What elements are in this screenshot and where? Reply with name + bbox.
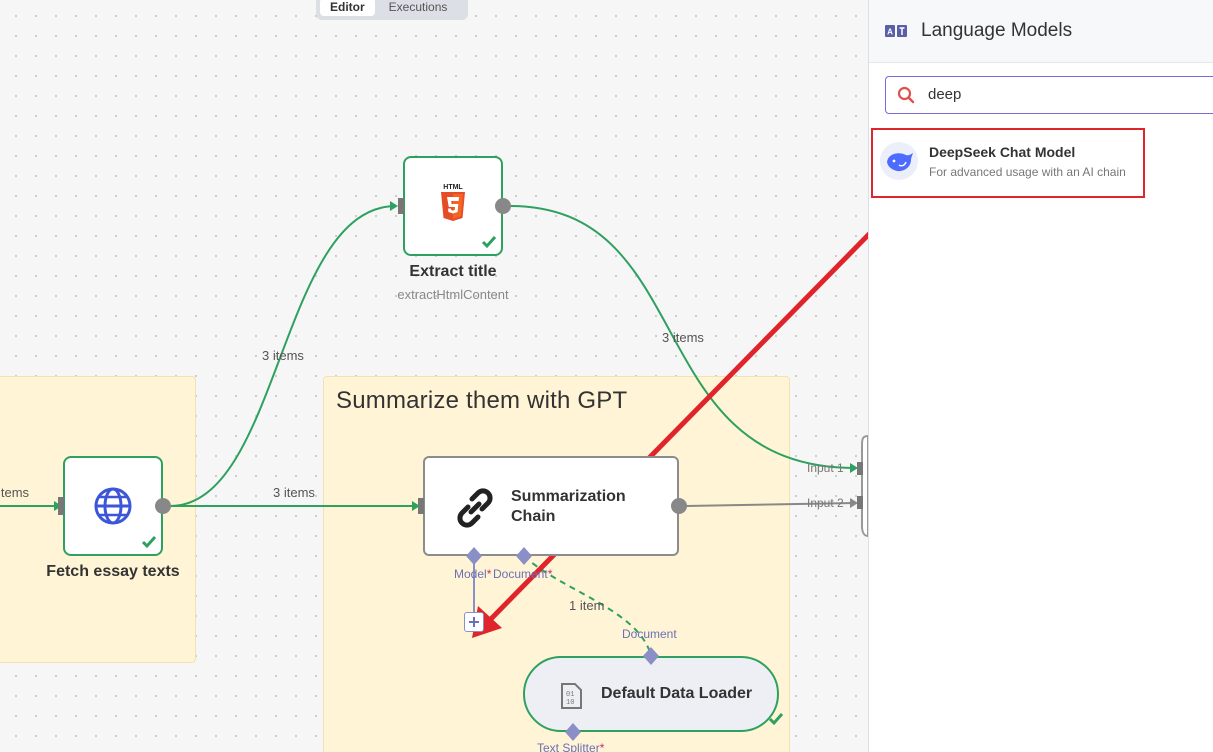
language-model-icon: A <box>885 25 907 37</box>
add-model-button[interactable] <box>464 612 484 632</box>
connections-layer <box>0 201 868 657</box>
search-input[interactable] <box>926 85 1200 104</box>
summarization-chain-node[interactable]: Summarization Chain <box>423 456 679 556</box>
node-creator-panel: A Language Models DeepSeek Chat Model Fo… <box>868 0 1213 752</box>
extract-output-port[interactable] <box>494 197 514 217</box>
svg-text:HTML: HTML <box>443 184 463 191</box>
edge-label-fetch-extract: 3 items <box>262 348 304 363</box>
binary-file-icon: 01 10 <box>561 683 582 709</box>
html5-icon: HTML <box>441 184 465 221</box>
loader-document-port[interactable] <box>641 646 661 666</box>
tab-editor[interactable]: Editor <box>320 0 375 16</box>
edge-label-extract-merge: 3 items <box>662 330 704 345</box>
editor-view-tabs: Editor Executions <box>316 0 468 20</box>
edge-fetch-extract <box>169 205 397 507</box>
success-check-icon <box>768 713 784 726</box>
extract-node-label: Extract title <box>409 263 497 280</box>
edge-label-fetch-summ: 3 items <box>273 485 315 500</box>
merge-input1-port <box>857 462 863 475</box>
edge-label-doc-loader: 1 item <box>569 598 605 613</box>
success-check-icon <box>141 536 157 549</box>
workflow-canvas[interactable]: Summarize them with GPT <box>0 0 868 752</box>
result-title: DeepSeek Chat Model <box>929 144 1076 160</box>
panel-title: Language Models <box>921 20 1073 41</box>
sticky-note-title: Summarize them with GPT <box>336 387 628 414</box>
fetch-essay-texts-node[interactable] <box>63 456 163 556</box>
summarization-input-port[interactable] <box>416 496 436 516</box>
extract-title-node[interactable]: HTML <box>403 156 503 256</box>
edge-doc-loader <box>523 555 652 657</box>
summarization-label-line1: Summarization <box>511 488 626 505</box>
text-splitter-label: Text Splitter* <box>537 741 605 752</box>
result-description: For advanced usage with an AI chain <box>929 165 1126 179</box>
text-splitter-port[interactable] <box>563 722 583 742</box>
globe-icon <box>94 487 132 525</box>
fetch-output-port[interactable] <box>154 497 174 517</box>
model-port-label: Model* <box>454 567 492 581</box>
result-item-deepseek-chat-model[interactable]: DeepSeek Chat Model For advanced usage w… <box>871 128 1145 198</box>
panel-header: A Language Models <box>869 0 1213 63</box>
document-port-diamond[interactable] <box>514 546 534 566</box>
edge-summ-merge <box>685 502 856 507</box>
deepseek-whale-icon <box>880 142 918 180</box>
chain-link-icon <box>457 488 493 528</box>
node-search-box[interactable] <box>885 76 1213 114</box>
edge-arrow <box>850 498 858 508</box>
loader-label: Default Data Loader <box>601 685 753 702</box>
edge-label-incoming: items <box>0 485 30 500</box>
loader-document-label: Document <box>622 627 677 641</box>
tab-executions[interactable]: Executions <box>388 0 448 14</box>
svg-text:01: 01 <box>566 691 574 699</box>
edge-extract-merge <box>509 205 856 469</box>
edge-arrow <box>412 501 420 511</box>
merge-input2-label: Input 2 <box>807 496 844 510</box>
extract-node-subtitle: extractHtmlContent <box>397 287 509 302</box>
summarization-label-line2: Chain <box>511 508 556 525</box>
plus-icon <box>469 617 479 627</box>
merge-node-edge <box>861 435 868 537</box>
merge-input1-label: Input 1 <box>807 461 844 475</box>
search-icon <box>897 86 915 104</box>
fetch-input-port[interactable] <box>56 496 76 516</box>
merge-input2-port <box>857 496 863 509</box>
document-port-label: Document* <box>493 567 553 581</box>
summarization-output-port[interactable] <box>670 497 690 517</box>
annotation-arrow-line <box>483 231 868 627</box>
success-check-icon <box>481 236 497 249</box>
svg-text:A: A <box>887 28 893 37</box>
edge-arrow <box>850 463 858 473</box>
model-port-diamond[interactable] <box>464 546 484 566</box>
fetch-node-label: Fetch essay texts <box>46 563 180 580</box>
default-data-loader-node[interactable]: 01 10 Default Data Loader <box>523 656 779 732</box>
svg-text:10: 10 <box>566 699 574 707</box>
edge-arrow <box>390 201 398 211</box>
extract-input-port[interactable] <box>396 196 416 216</box>
